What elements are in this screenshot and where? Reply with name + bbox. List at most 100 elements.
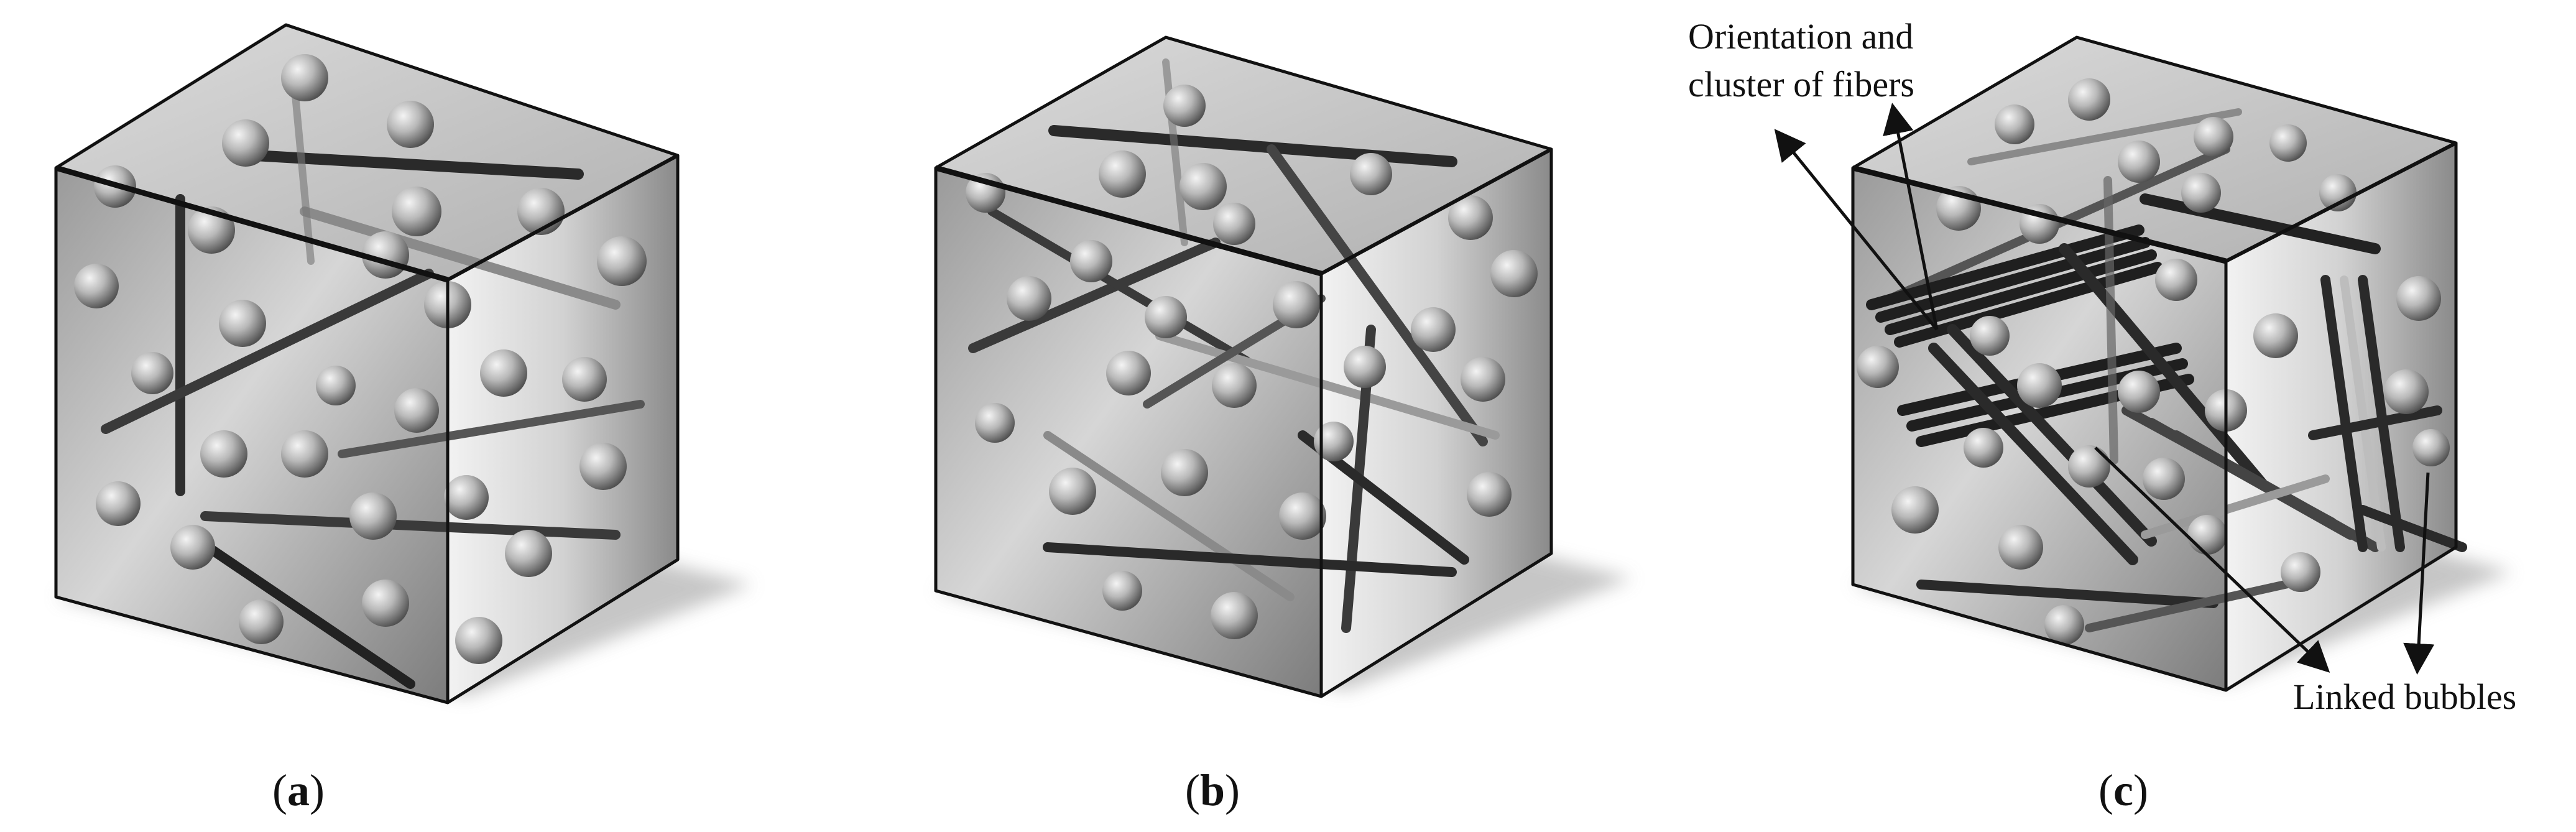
- bubble: [2181, 173, 2221, 213]
- bubble: [2017, 363, 2062, 408]
- fiber: [1947, 324, 2157, 547]
- bubble: [1891, 486, 1939, 534]
- bubble: [2253, 313, 2298, 358]
- bubble: [444, 475, 489, 520]
- bubble: [455, 617, 502, 664]
- cube-edge: [1852, 165, 2227, 264]
- bubble: [1279, 492, 1326, 540]
- fiber: [2308, 405, 2442, 440]
- bubble: [505, 530, 552, 577]
- arrow-orientation-right: [1883, 103, 1939, 330]
- cube-front-face: [56, 168, 448, 703]
- fiber: [1267, 144, 1488, 446]
- panel-label-c: (c): [2098, 765, 2148, 815]
- cube-edge: [1320, 147, 1553, 275]
- bubble: [2118, 141, 2160, 183]
- bubble: [316, 366, 356, 405]
- bubble: [2118, 371, 2160, 413]
- bubble: [394, 388, 439, 433]
- annotation-arrows: [1774, 103, 2435, 675]
- fiber: [1043, 431, 1295, 601]
- cube-outline: [934, 35, 1553, 698]
- fiber: [1967, 108, 2242, 165]
- panel-label-a: (a): [272, 765, 325, 815]
- bubble: [2044, 605, 2084, 645]
- fiber: [249, 150, 584, 180]
- arrow-linked-bubbles-left: [2094, 446, 2330, 673]
- bubble: [1964, 428, 2003, 468]
- fiber: [2340, 275, 2386, 552]
- fiber: [2059, 243, 2269, 491]
- bubble: [2155, 259, 2197, 301]
- bubble: [1998, 525, 2043, 570]
- bubble: [2143, 458, 2185, 500]
- bubble: [480, 349, 527, 397]
- bubble: [1161, 449, 1208, 496]
- fiber: [101, 269, 434, 434]
- panel-b: [934, 35, 1632, 698]
- fiber: [194, 536, 415, 689]
- bubble: [1212, 363, 1257, 408]
- fiber: [200, 511, 621, 540]
- fiber: [1043, 542, 1457, 577]
- bubble: [1007, 276, 1051, 321]
- fiber: [987, 207, 1251, 365]
- bubble: [96, 481, 141, 526]
- cube-side-face: [1321, 149, 1551, 696]
- bubble: [239, 599, 284, 644]
- bubble: [2396, 276, 2441, 321]
- annotation-linked-bubbles: Linked bubbles: [2293, 677, 2516, 717]
- bubble: [1099, 150, 1146, 198]
- panel-label-b: (b): [1185, 765, 1240, 815]
- fiber: [2140, 193, 2381, 254]
- bubble: [200, 430, 247, 478]
- cube-edge: [935, 165, 1323, 277]
- cube-edge: [446, 154, 679, 282]
- cube-edges: [54, 23, 680, 705]
- panel-c: [1851, 35, 2512, 692]
- fiber: [2358, 275, 2405, 552]
- bubble: [1461, 357, 1505, 402]
- bubble: [1211, 592, 1258, 639]
- fibers: [1866, 108, 2467, 632]
- bubble: [74, 264, 119, 308]
- fiber: [2358, 505, 2467, 552]
- fiber: [1875, 237, 2151, 323]
- bubble: [1350, 153, 1392, 195]
- bubble: [562, 357, 607, 402]
- cube-top-face: [936, 37, 1551, 274]
- fiber: [338, 400, 645, 458]
- fibers: [968, 58, 1500, 633]
- cube-edges: [1851, 35, 2458, 692]
- bubble: [1180, 163, 1227, 210]
- annotation-orientation-line2: cluster of fibers: [1688, 64, 1914, 104]
- bubble: [1995, 104, 2034, 144]
- bubble: [2068, 78, 2110, 121]
- panel-a: [54, 23, 752, 705]
- bubble: [2384, 369, 2429, 414]
- fiber: [1155, 331, 1500, 440]
- bubble: [2412, 429, 2450, 466]
- arrow-linked-bubbles-right: [2403, 472, 2435, 675]
- bubble: [1102, 571, 1142, 611]
- fiber: [1916, 580, 2218, 608]
- bubble: [597, 236, 647, 286]
- fiber: [300, 206, 621, 310]
- bubble: [1411, 307, 1456, 352]
- bubble: [222, 119, 269, 167]
- annotation-orientation-line1: Orientation and: [1688, 16, 1913, 57]
- bubble: [975, 403, 1015, 443]
- bubble: [281, 430, 328, 478]
- bubble: [1213, 203, 1255, 245]
- bubble: [1070, 240, 1112, 282]
- bubble: [1857, 346, 1899, 388]
- bubble: [349, 492, 397, 540]
- bubble: [2187, 515, 2227, 555]
- bubble: [362, 580, 409, 627]
- fiber: [1928, 343, 2138, 565]
- bubble: [2269, 124, 2307, 162]
- cube-edge: [2225, 141, 2457, 263]
- bubble: [1106, 351, 1151, 395]
- bubble: [2281, 552, 2320, 592]
